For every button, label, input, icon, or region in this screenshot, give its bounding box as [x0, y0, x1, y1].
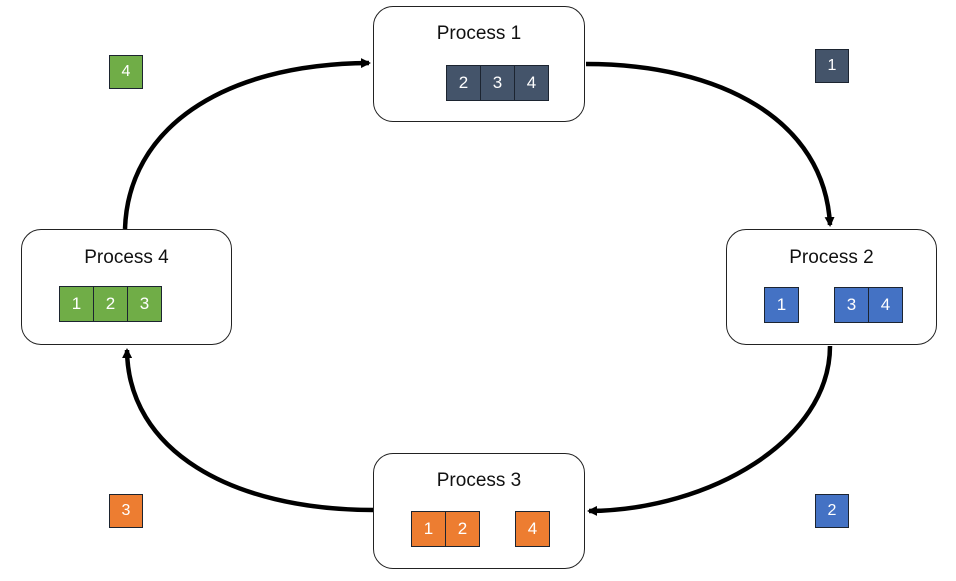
process-2-chunk: 3: [834, 287, 869, 323]
process-3-chunk: 1: [411, 511, 446, 547]
process-3-chunk: 2: [445, 511, 480, 547]
process-4-chunk: 2: [93, 286, 128, 322]
transit-chunk-4: 4: [109, 55, 143, 89]
process-4-chunk: 3: [127, 286, 162, 322]
transit-chunk-1: 1: [815, 49, 849, 83]
process-1-chunk: 3: [480, 65, 515, 101]
arrow-p2-to-p3: [587, 345, 833, 516]
process-4-title: Process 4: [84, 247, 169, 268]
arrow-p4-to-p1: [122, 58, 371, 230]
process-3-box: Process 3 1 2 4: [373, 453, 585, 569]
process-1-title: Process 1: [436, 23, 522, 44]
process-1-box: Process 1 2 3 4: [373, 6, 585, 122]
process-2-box: Process 2 1 3 4: [726, 229, 937, 345]
process-2-title: Process 2: [789, 247, 874, 268]
process-4-box: Process 4 1 2 3: [21, 229, 232, 345]
process-4-chunk: 1: [59, 286, 94, 322]
arrow-p1-to-p2: [585, 61, 835, 227]
process-1-chunk: 4: [514, 65, 549, 101]
arrow-p3-to-p4: [122, 348, 375, 513]
process-3-chunk: 4: [515, 511, 550, 547]
process-1-chunk: 2: [446, 65, 481, 101]
process-3-title: Process 3: [436, 470, 522, 491]
process-2-chunk: 1: [764, 287, 799, 323]
transit-chunk-2: 2: [815, 494, 849, 528]
process-2-chunk: 4: [868, 287, 903, 323]
transit-chunk-3: 3: [109, 494, 143, 528]
